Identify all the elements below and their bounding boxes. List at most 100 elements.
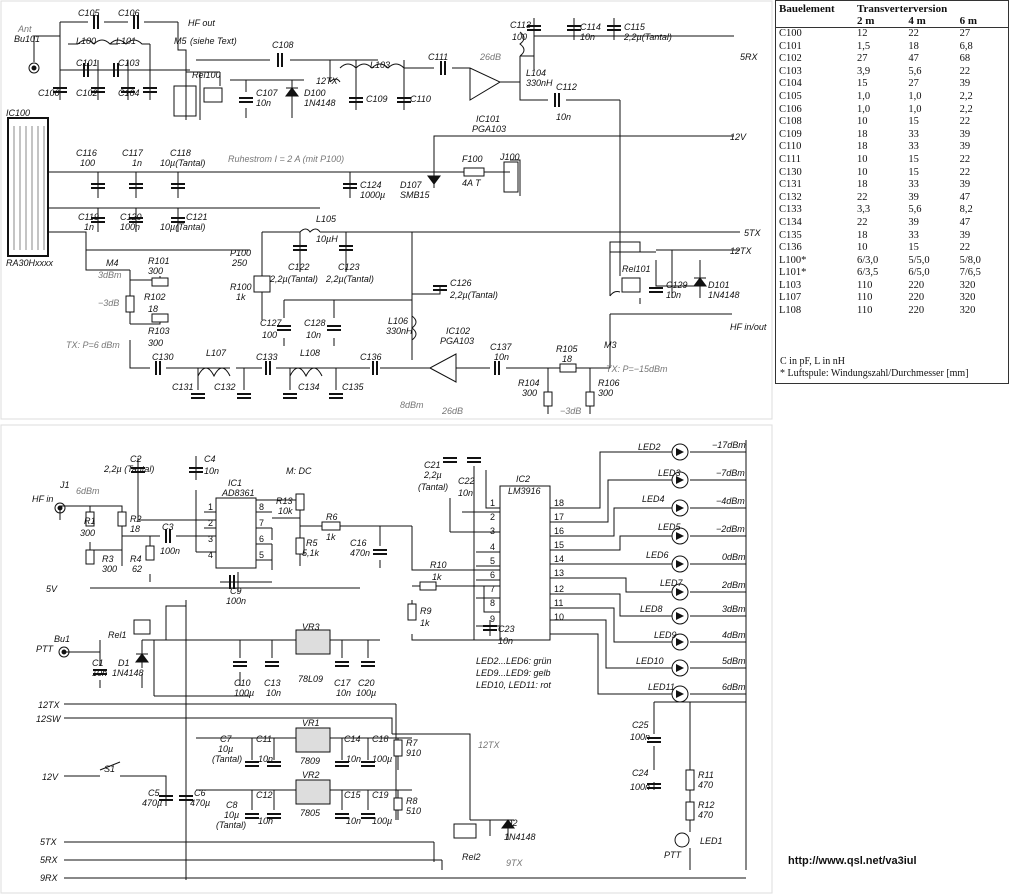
led-name: LED11 <box>648 682 675 692</box>
led-labels: LED2 −17dBm LED3 −7dBm LED4 −4dBm LED5 −… <box>636 440 746 692</box>
label-c114: C114 <box>580 22 601 32</box>
label-ruhestrom: Ruhestrom I = 2 A (mit P100) <box>228 154 344 164</box>
label-d100-value: 1N4148 <box>304 98 336 108</box>
label-c24: C24 <box>632 768 649 778</box>
label-c117-value: 1n <box>132 158 142 168</box>
label-c119-value: 1n <box>84 222 94 232</box>
table-cell-value: 15 <box>857 78 868 90</box>
label-12v-b: 12V <box>42 772 59 782</box>
label-led-note-2: LED9...LED9: gelb <box>476 668 551 678</box>
label-r13-value: 10k <box>278 506 293 516</box>
table-cell-value: 39 <box>959 141 971 153</box>
table-cell-value: 1,0 <box>908 103 922 115</box>
meter-section-frame <box>0 424 773 894</box>
led-name: LED10 <box>636 656 664 666</box>
label-r106-value: 300 <box>598 388 613 398</box>
label-r1-value: 300 <box>80 528 95 538</box>
table-cell-part: L100* <box>779 254 807 266</box>
label-c136: C136 <box>360 352 382 362</box>
label-r102: R102 <box>144 292 166 302</box>
label-j1: J1 <box>59 480 70 490</box>
led-bar <box>671 443 689 703</box>
table-cell-value: 47 <box>959 191 971 203</box>
table-cell-value: 110 <box>857 279 873 291</box>
label-r12-value: 470 <box>698 810 713 820</box>
led-dbm: 5dBm <box>722 656 746 666</box>
label-siehe-text: (siehe Text) <box>190 36 237 46</box>
ic1-pin-numbers: 1 2 3 4 8 7 6 5 <box>208 502 264 560</box>
led-circle <box>671 471 689 489</box>
label-26db-a: 26dB <box>479 52 501 62</box>
led-circle <box>671 527 689 545</box>
label-c127: C127 <box>260 318 283 328</box>
label-c4: C4 <box>204 454 216 464</box>
table-cell-value: 3,3 <box>857 204 871 216</box>
ic2-pin: 10 <box>554 612 564 622</box>
label-m4: M4 <box>106 258 119 268</box>
label-vr1-value: 7809 <box>300 756 320 766</box>
label-vr2-value: 7805 <box>300 808 321 818</box>
label-ic1-value: AD8361 <box>221 488 255 498</box>
label-c9: C9 <box>230 586 242 596</box>
label-9tx: 9TX <box>506 858 524 868</box>
label-r104-value: 300 <box>522 388 537 398</box>
table-cell-part: C110 <box>779 141 802 153</box>
table-cell-value: 39 <box>959 128 971 140</box>
label-c118-value: 10µ(Tantal) <box>160 158 205 168</box>
table-cell-value: 1,0 <box>857 103 871 115</box>
table-cell-value: 22 <box>959 153 971 165</box>
label-d101-value: 1N4148 <box>708 290 740 300</box>
label-hf-in-out: HF in/out <box>730 322 767 332</box>
label-c100: C100 <box>38 88 60 98</box>
label-rel1: Rel1 <box>108 630 127 640</box>
label-c5: C5 <box>148 788 160 798</box>
label-r101: R101 <box>148 256 170 266</box>
values-table: Bauelement Transverterversion 2 m 4 m 6 … <box>776 1 1008 318</box>
label-r8: R8 <box>406 796 418 806</box>
label-r8-value: 510 <box>406 806 421 816</box>
label-s1: S1 <box>104 764 115 774</box>
label-r3-value: 300 <box>102 564 117 574</box>
label-c8: C8 <box>226 800 238 810</box>
label-c7-value: 10µ <box>218 744 233 754</box>
ic2-pin: 13 <box>554 568 564 578</box>
label-c2: C2 <box>130 454 142 464</box>
table-cell-part: C111 <box>779 153 801 165</box>
label-j100: J100 <box>499 152 520 162</box>
table-cell-value: 7/6,5 <box>959 267 981 279</box>
label-r2: R2 <box>130 514 142 524</box>
label-c6: C6 <box>194 788 206 798</box>
label-f100: F100 <box>462 154 483 164</box>
label-r10: R10 <box>430 560 447 570</box>
table-cell-value: 15 <box>908 116 919 128</box>
table-cell-value: 47 <box>959 216 971 228</box>
label-c3: C3 <box>162 522 174 532</box>
ic2-pin-numbers: 1 2 3 4 5 6 7 8 9 18 17 16 15 14 13 12 1… <box>490 498 564 624</box>
label-c121: C121 <box>186 212 208 222</box>
table-cell-value: 15 <box>908 166 919 178</box>
label-c126-value: 2,2µ(Tantal) <box>449 290 498 300</box>
ic2-pin: 7 <box>490 584 495 594</box>
label-ic100: IC100 <box>6 108 30 118</box>
label-c106: C106 <box>118 8 140 18</box>
component-value-table: Bauelement Transverterversion 2 m 4 m 6 … <box>775 0 1009 384</box>
label-c108: C108 <box>272 40 294 50</box>
label-ptt: PTT <box>36 644 55 654</box>
label-12sw: 12SW <box>36 714 62 724</box>
label-f100-value: 4A T <box>462 178 482 188</box>
table-cell-value: 5,6 <box>908 65 922 77</box>
label-c10: C10 <box>234 678 251 688</box>
label-c111: C111 <box>428 52 448 62</box>
label-c16-value: 470n <box>350 548 370 558</box>
